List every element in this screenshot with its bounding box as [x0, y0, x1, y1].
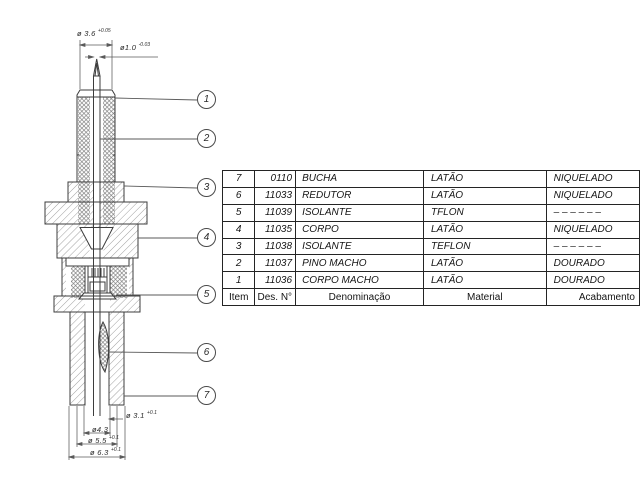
balloon-1: 1	[197, 90, 216, 109]
table-row: 1 11036 CORPO MACHO LATÃO DOURADO	[221, 271, 640, 290]
balloon-4-label: 4	[203, 232, 210, 243]
cell-den: ISOLANTE	[295, 203, 424, 222]
dim-diameter-3-6: ø 3.6 +0.05	[77, 28, 111, 38]
cell-acab: – – – – – –	[545, 203, 640, 222]
cell-des: 11035	[254, 220, 297, 239]
leader-lines	[100, 97, 198, 397]
header-den: Denominação	[295, 288, 424, 307]
cell-acab: DOURADO	[545, 271, 640, 290]
cell-acab: – – – – – –	[545, 237, 640, 256]
table-header-row: Item Des. N° Denominação Material Acabam…	[221, 288, 640, 307]
dim-diameter-4-3: ø4.3	[92, 425, 109, 434]
balloon-2: 2	[197, 129, 216, 148]
cell-item: 7	[221, 170, 256, 188]
cell-item: 5	[221, 203, 256, 222]
header-des: Des. N°	[254, 288, 297, 307]
cell-den: CORPO MACHO	[295, 271, 424, 290]
cell-des: 11039	[254, 203, 297, 222]
cell-mat: LATÃO	[422, 170, 547, 188]
balloon-5-label: 5	[203, 289, 210, 300]
cell-den: ISOLANTE	[295, 237, 424, 256]
header-acab: Acabamento	[545, 288, 640, 307]
balloon-3: 3	[197, 178, 216, 197]
cell-den: CORPO	[295, 220, 424, 239]
table-row: 7 0110 BUCHA LATÃO NIQUELADO	[221, 170, 640, 188]
body-outlines	[44, 89, 148, 406]
table-row: 2 11037 PINO MACHO LATÃO DOURADO	[221, 254, 640, 273]
cell-mat: LATÃO	[422, 220, 547, 239]
balloon-7: 7	[197, 386, 216, 405]
cell-item: 6	[221, 186, 256, 205]
balloon-6: 6	[197, 343, 216, 362]
table-row: 6 11033 REDUTOR LATÃO NIQUELADO	[221, 186, 640, 205]
table-row: 5 11039 ISOLANTE TFLON – – – – – –	[221, 203, 640, 222]
cell-des: 11033	[254, 186, 297, 205]
cell-mat: LATÃO	[422, 186, 547, 205]
cell-acab: NIQUELADO	[545, 220, 640, 239]
cell-acab: DOURADO	[545, 254, 640, 273]
cell-acab: NIQUELADO	[545, 170, 640, 188]
balloon-2-label: 2	[203, 133, 210, 144]
balloon-7-label: 7	[203, 390, 210, 401]
cell-des: 11038	[254, 237, 297, 256]
header-mat: Material	[422, 288, 547, 307]
cell-item: 1	[221, 271, 256, 290]
cell-mat: LATÃO	[422, 271, 547, 290]
cell-den: REDUTOR	[295, 186, 424, 205]
cell-mat: TFLON	[422, 203, 547, 222]
header-item: Item	[221, 288, 256, 307]
cell-des: 0110	[254, 170, 297, 188]
table-row: 3 11038 ISOLANTE TEFLON – – – – – –	[221, 237, 640, 256]
cell-des: 11037	[254, 254, 297, 273]
cell-item: 4	[221, 220, 256, 239]
balloon-5: 5	[197, 285, 216, 304]
balloon-4: 4	[197, 228, 216, 247]
dim-diameter-6-3: ø 6.3 +0.1	[90, 447, 121, 457]
table-row: 4 11035 CORPO LATÃO NIQUELADO	[221, 220, 640, 239]
balloon-3-label: 3	[203, 182, 210, 193]
dim-diameter-5-5: ø 5.5 +0.1	[88, 435, 119, 445]
bom-table: 7 0110 BUCHA LATÃO NIQUELADO 6 11033 RED…	[221, 170, 640, 307]
cell-mat: LATÃO	[422, 254, 547, 273]
hatch-fills	[45, 97, 147, 405]
cell-den: PINO MACHO	[295, 254, 424, 273]
cell-den: BUCHA	[295, 170, 424, 188]
dim-diameter-1-0: ø1.0 -0.03	[120, 42, 151, 52]
dimension-lines	[67, 40, 158, 460]
cell-des: 11036	[254, 271, 297, 290]
cell-acab: NIQUELADO	[545, 186, 640, 205]
cell-item: 2	[221, 254, 256, 273]
dim-diameter-3-1: ø 3.1 +0.1	[126, 410, 157, 420]
cell-mat: TEFLON	[422, 237, 547, 256]
center-pin	[92, 58, 101, 416]
balloon-6-label: 6	[203, 347, 210, 358]
balloon-1-label: 1	[203, 94, 210, 105]
cell-item: 3	[221, 237, 256, 256]
